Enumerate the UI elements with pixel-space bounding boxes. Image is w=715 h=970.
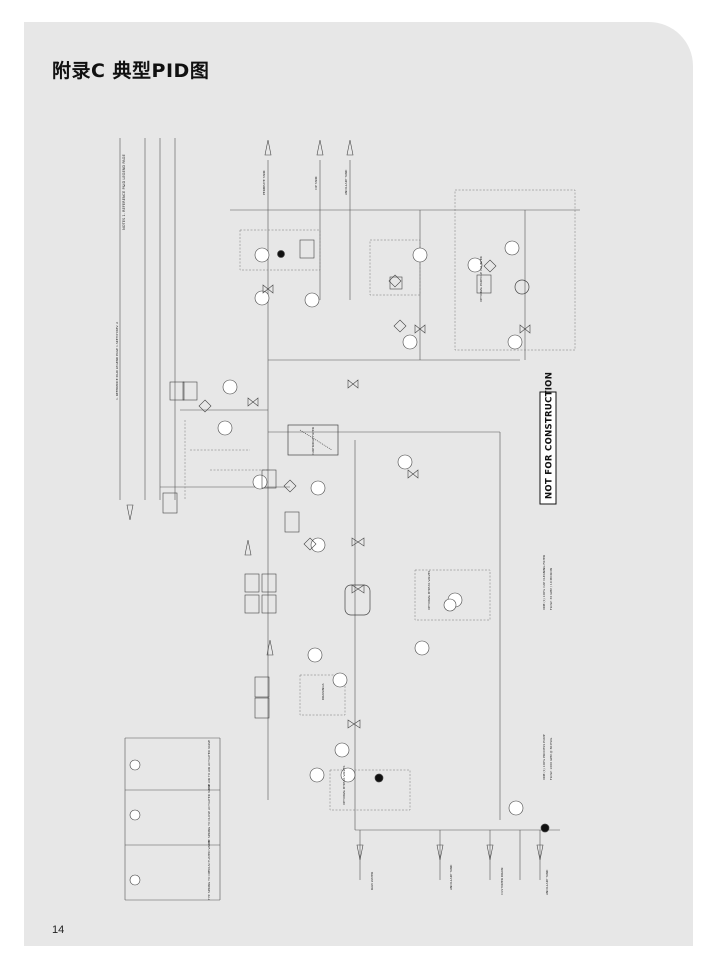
svg-text:OPTIONAL PARTICLE COUNTER: OPTIONAL PARTICLE COUNTER [479, 256, 483, 302]
page-title: 附录C 典型PID图 [52, 60, 210, 82]
pump [514, 279, 530, 295]
page-panel [24, 22, 693, 946]
svg-text:DRAWINGS: DRAWINGS [321, 683, 325, 700]
svg-text:PERMEATE TANK: PERMEATE TANK [262, 169, 266, 195]
svg-text:CIP TANK: CIP TANK [314, 175, 318, 190]
svg-text:FLOW: 1000 GPM @ 80 PSIG: FLOW: 1000 GPM @ 80 PSIG [549, 737, 553, 780]
svg-text:CUSTOMER DRAIN: CUSTOMER DRAIN [500, 868, 504, 895]
svg-text:ONE (1) 100% CAP CLEANING FILT: ONE (1) 100% CAP CLEANING FILTER [542, 555, 546, 610]
cooling-vessel [344, 584, 371, 616]
note-text: NOTES 1. REFERENCE P&ID LEGEND PAGE [122, 154, 126, 230]
svg-text:ANCILLARY TANK: ANCILLARY TANK [449, 864, 453, 890]
stamp-text: NOT FOR CONSTRUCTION [545, 372, 555, 499]
cartridge-filter [287, 424, 339, 456]
not-for-construction-stamp: NOT FOR CONSTRUCTION [539, 372, 557, 505]
svg-text:TYP. AIR TO AIR ACTUATED VALVE: TYP. AIR TO AIR ACTUATED VALVE [207, 740, 211, 791]
svg-text:CARTRIDGE FILTER: CARTRIDGE FILTER [311, 427, 315, 455]
svg-text:RAW WATER: RAW WATER [370, 872, 374, 890]
svg-text:ANCILLARY TANK: ANCILLARY TANK [545, 869, 549, 895]
svg-text:TYP. SPRING TO OPEN ACTUATED V: TYP. SPRING TO OPEN ACTUATED VALVE [207, 840, 211, 901]
svg-text:ONE (1) 100% PROCESS PUMP: ONE (1) 100% PROCESS PUMP [542, 734, 546, 780]
svg-text:OPTIONAL BYPASS VALVES: OPTIONAL BYPASS VALVES [427, 570, 431, 610]
page-number: 14 [52, 924, 65, 936]
svg-text:ANCILLARY TANK: ANCILLARY TANK [344, 169, 348, 195]
svg-text:TYP. SPRING TO CLOSE ACTUATED: TYP. SPRING TO CLOSE ACTUATED VALVE [207, 784, 211, 846]
svg-text:1. REFERENCE P&ID LEGEND PAGE: 1. REFERENCE P&ID LEGEND PAGE 1.SKETCH R… [115, 321, 119, 400]
svg-text:OPTIONAL BYPASS VALVES: OPTIONAL BYPASS VALVES [342, 765, 346, 805]
svg-text:FLOW: 30 GPM / 10 MICRON: FLOW: 30 GPM / 10 MICRON [549, 568, 553, 610]
